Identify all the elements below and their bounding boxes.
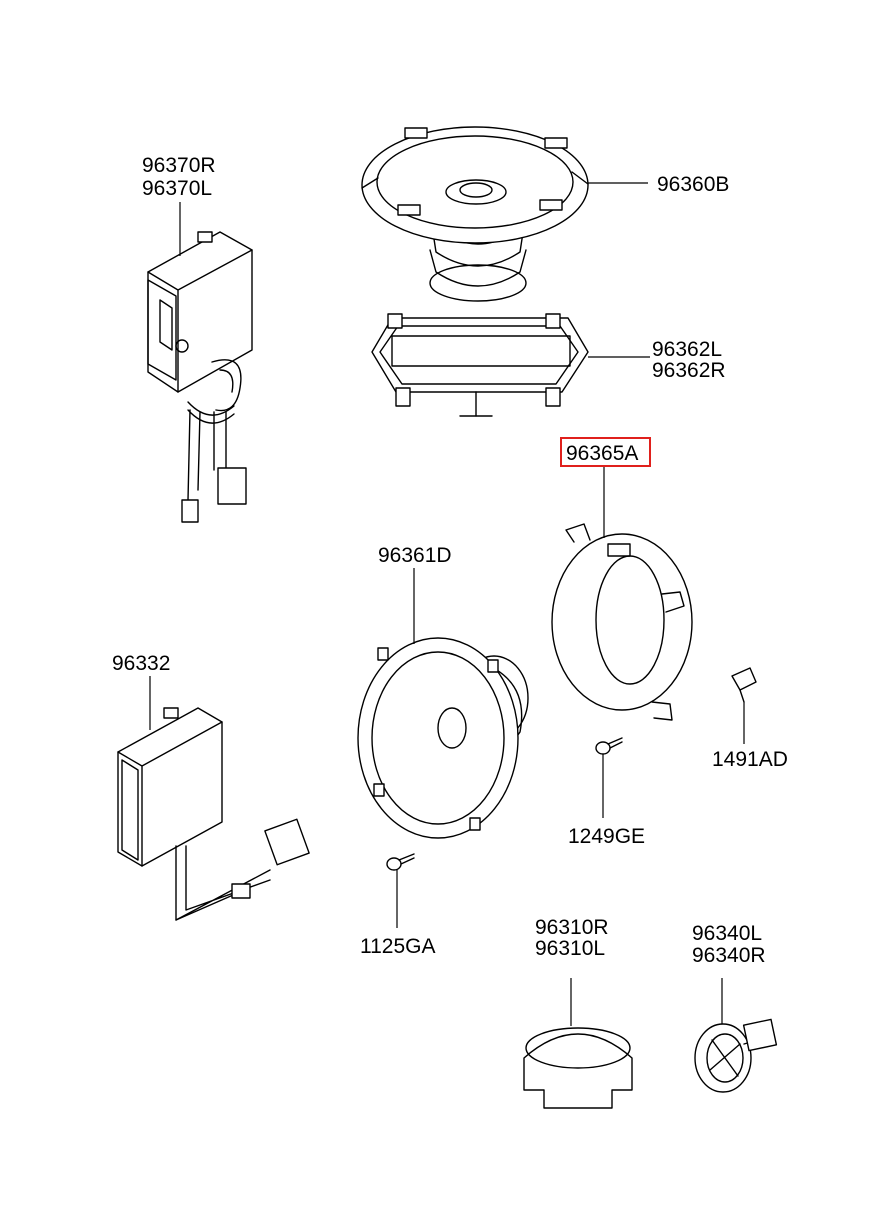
screw-1249GE-drawing bbox=[595, 737, 623, 755]
label-96310L: 96310L bbox=[535, 937, 605, 960]
clip-drawing bbox=[731, 667, 757, 703]
label-96370L: 96370L bbox=[142, 177, 212, 200]
label-96310R: 96310R bbox=[535, 916, 609, 939]
tweeter-drawing bbox=[694, 1018, 778, 1093]
label-96365A: 96365A bbox=[566, 442, 638, 465]
grille-cap-drawing bbox=[523, 1027, 633, 1109]
label-1491AD: 1491AD bbox=[712, 748, 788, 771]
label-96332: 96332 bbox=[112, 652, 170, 675]
label-96340R: 96340R bbox=[692, 944, 766, 967]
spacer-ring-drawing bbox=[551, 523, 693, 721]
round-speaker-drawing bbox=[357, 637, 529, 839]
front-amp-drawing bbox=[117, 707, 310, 921]
screw-1125GA-drawing bbox=[386, 853, 415, 871]
label-96362L: 96362L bbox=[652, 338, 722, 361]
highlight-box-96365A bbox=[560, 437, 651, 467]
label-96370R: 96370R bbox=[142, 154, 216, 177]
label-96340L: 96340L bbox=[692, 922, 762, 945]
label-1125GA: 1125GA bbox=[360, 935, 436, 958]
rear-amp-drawing bbox=[147, 231, 253, 523]
label-96361D: 96361D bbox=[378, 544, 452, 567]
oval-speaker-drawing bbox=[361, 126, 589, 302]
label-1249GE: 1249GE bbox=[568, 825, 645, 848]
label-96362R: 96362R bbox=[652, 359, 726, 382]
oval-bracket-drawing bbox=[371, 313, 589, 417]
label-96360B: 96360B bbox=[657, 173, 729, 196]
